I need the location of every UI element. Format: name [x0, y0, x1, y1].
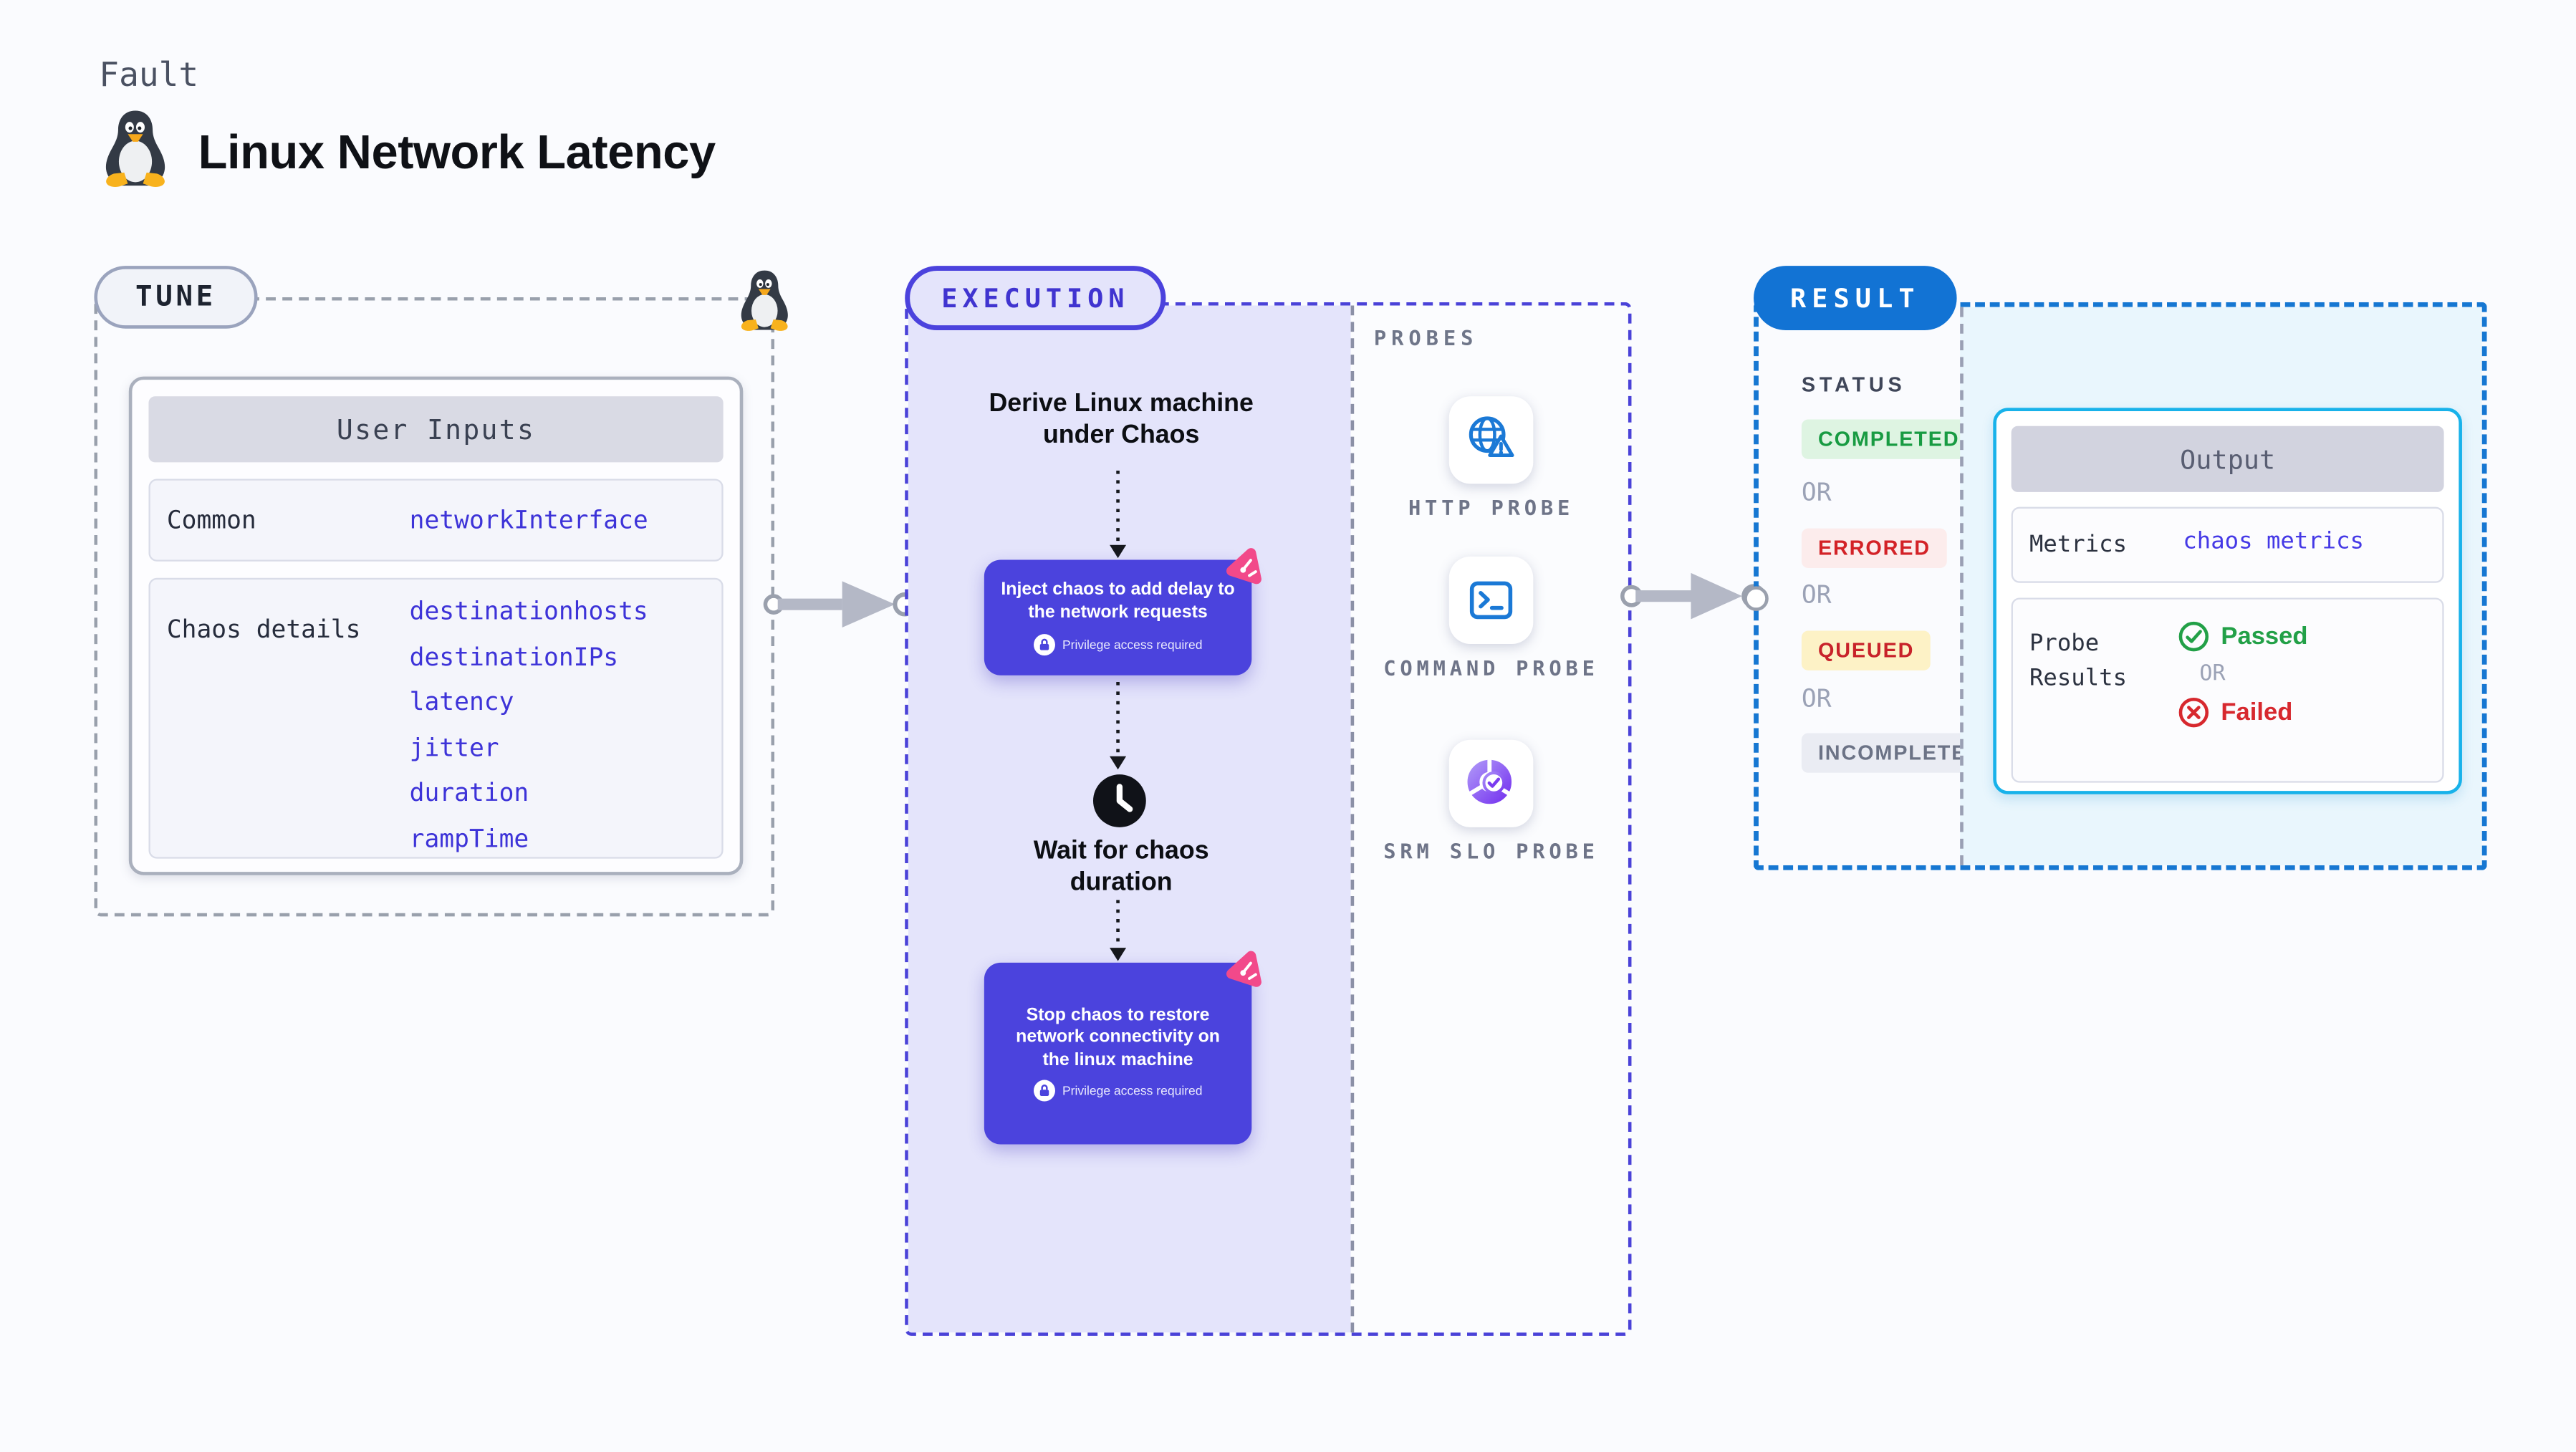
lock-icon	[1033, 1080, 1055, 1102]
inject-chaos-step: Inject chaos to add delay to the network…	[984, 559, 1252, 675]
step-text: Inject chaos to add delay to the network…	[1001, 580, 1235, 623]
probe-label: HTTP PROBE	[1408, 495, 1575, 521]
or-label: OR	[1801, 580, 1832, 610]
check-circle-icon	[2178, 621, 2209, 652]
passed-result: Passed	[2178, 621, 2308, 653]
clock-icon	[1092, 774, 1146, 827]
derive-step-text: Derive Linux machine under Chaos	[989, 390, 1254, 449]
status-badge-errored: ERRORED	[1801, 528, 1948, 568]
lock-icon	[1033, 633, 1055, 655]
status-badge-completed: COMPLETED	[1801, 419, 1976, 459]
step-text: Stop chaos to restore network connectivi…	[1016, 1004, 1221, 1070]
metrics-value: chaos metrics	[2183, 528, 2364, 555]
tune-badge: TUNE	[94, 266, 258, 329]
user-inputs-table: User Inputs Common networkInterface Chao…	[128, 376, 744, 875]
probe-results-label: Probe Results	[2029, 630, 2128, 692]
execution-badge: EXECUTION	[905, 266, 1166, 331]
or-label: OR	[1801, 683, 1832, 713]
table-row-chaos-details: Chaos details destinationhosts destinati…	[148, 577, 724, 859]
http-probe-card	[1448, 396, 1534, 484]
or-label: OR	[2199, 662, 2226, 687]
probe-label: SRM SLO PROBE	[1383, 839, 1599, 864]
tux-penguin-icon-small	[741, 270, 788, 331]
probe-results-values: Passed OR Failed	[2178, 621, 2308, 729]
status-badge-queued: QUEUED	[1801, 630, 1931, 670]
output-panel: Output Metrics chaos metrics Probe Resul…	[1960, 307, 2482, 865]
input-value-list: destinationhosts destinationIPs latency …	[410, 596, 648, 852]
metrics-label: Metrics	[2029, 532, 2128, 559]
failed-result: Failed	[2178, 697, 2307, 729]
status-column: STATUS COMPLETED OR ERRORED OR QUEUED OR…	[1759, 307, 2000, 865]
x-circle-icon	[2178, 697, 2209, 728]
command-probe-card	[1448, 556, 1534, 645]
input-value: latency	[409, 686, 514, 717]
probes-panel: PROBES HTTP PROBE COMMAND PROBE SRM SLO …	[1350, 305, 1628, 1333]
execution-section: Derive Linux machine under Chaos Inject …	[905, 302, 1632, 1336]
passed-label: Passed	[2221, 622, 2308, 651]
input-value: networkInterface	[409, 505, 648, 535]
row-label: Common	[166, 505, 256, 535]
input-value: destinationhosts	[409, 596, 648, 626]
srm-slo-probe-card	[1448, 739, 1534, 827]
input-value: duration	[409, 777, 529, 808]
row-label: Chaos details	[166, 614, 361, 645]
connector-dot	[1744, 586, 1769, 611]
metrics-row: Metrics chaos metrics	[2011, 506, 2444, 583]
probe-label: COMMAND PROBE	[1383, 655, 1599, 681]
result-section: STATUS COMPLETED OR ERRORED OR QUEUED OR…	[1744, 302, 2487, 870]
probe-results-row: Probe Results Passed OR	[2011, 597, 2444, 783]
down-arrow-icon	[1110, 900, 1127, 961]
chaos-logo-icon	[1225, 545, 1268, 588]
table-row-common: Common networkInterface	[148, 479, 724, 562]
terminal-icon	[1464, 573, 1518, 628]
or-label: OR	[1801, 477, 1832, 507]
chaos-logo-icon	[1225, 948, 1268, 991]
privilege-note: Privilege access required	[1033, 633, 1203, 655]
page-title: Linux Network Latency	[198, 127, 716, 181]
user-inputs-header: User Inputs	[148, 396, 724, 463]
input-value: destinationIPs	[409, 641, 619, 672]
execution-flow-lane: Derive Linux machine under Chaos Inject …	[908, 305, 1351, 1333]
probes-label: PROBES	[1373, 325, 1479, 350]
tux-penguin-icon	[105, 110, 165, 187]
stop-chaos-step: Stop chaos to restore network connectivi…	[984, 962, 1252, 1145]
slo-donut-check-icon	[1464, 756, 1518, 811]
wait-step-text: Wait for chaos duration	[1033, 837, 1209, 897]
privilege-note-label: Privilege access required	[1062, 1084, 1203, 1099]
privilege-note: Privilege access required	[1033, 1080, 1203, 1102]
output-header: Output	[2011, 425, 2444, 492]
down-arrow-icon	[1110, 470, 1127, 559]
fault-kind-label: Fault	[99, 54, 199, 95]
failed-label: Failed	[2221, 698, 2293, 727]
input-value: rampTime	[409, 823, 529, 853]
result-badge: RESULT	[1754, 266, 1957, 331]
privilege-note-label: Privilege access required	[1062, 636, 1203, 652]
globe-alert-icon	[1464, 413, 1518, 467]
status-label: STATUS	[1801, 372, 1906, 397]
output-card: Output Metrics chaos metrics Probe Resul…	[1993, 408, 2462, 794]
input-value: jitter	[409, 732, 499, 762]
down-arrow-icon	[1110, 682, 1127, 770]
flow-arrow-tune-to-execution	[763, 581, 918, 628]
